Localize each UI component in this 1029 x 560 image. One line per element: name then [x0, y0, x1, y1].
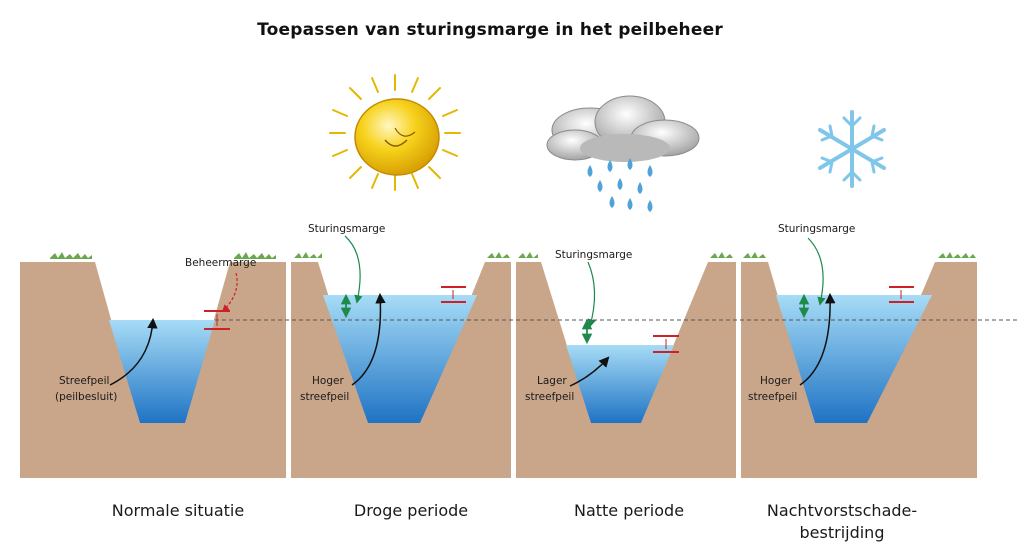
sturingsmarge-label: Sturingsmarge: [555, 249, 632, 261]
caption-normal: Normale situatie: [111, 501, 245, 520]
panel-droog: Sturingsmarge Hoger streefpeil: [291, 223, 511, 478]
panel-normal: Beheermarge Streefpeil (peilbesluit): [20, 252, 286, 478]
caption-nachtvorst-line2: bestrijding: [799, 523, 885, 542]
caption-nat: Natte periode: [573, 501, 685, 520]
rain-cloud-icon: [546, 95, 700, 212]
grass-tuft: [50, 252, 92, 259]
sun-icon: [329, 74, 461, 191]
sturingsmarge-label: Sturingsmarge: [778, 223, 855, 235]
peilbesluit-label: (peilbesluit): [55, 391, 117, 403]
streefpeil-label: streefpeil: [525, 391, 574, 403]
panel-nachtvorst: Sturingsmarge Hoger streefpeil: [741, 223, 977, 478]
beheermarge-indicator: [889, 286, 914, 303]
beheermarge-indicator: [441, 286, 466, 303]
streefpeil-label: streefpeil: [748, 391, 797, 403]
caption-nachtvorst-line1: Nachtvorstschade-: [766, 501, 918, 520]
beheermarge-label: Beheermarge: [185, 257, 256, 269]
caption-droog: Droge periode: [353, 501, 469, 520]
caption-nachtvorst: Nachtvorstschade- bestrijding: [727, 500, 957, 544]
sturingsmarge-label: Sturingsmarge: [308, 223, 385, 235]
streefpeil-label: Streefpeil: [59, 375, 109, 387]
lager-label: Lager: [537, 375, 567, 387]
hoger-label: Hoger: [760, 375, 792, 387]
snowflake-icon: [818, 110, 886, 188]
diagram-title: Toepassen van sturingsmarge in het peilb…: [257, 20, 723, 40]
panel-nat: Sturingsmarge Lager streefpeil: [516, 249, 736, 478]
streefpeil-label: streefpeil: [300, 391, 349, 403]
hoger-label: Hoger: [312, 375, 344, 387]
beheermarge-indicator: [653, 335, 679, 353]
